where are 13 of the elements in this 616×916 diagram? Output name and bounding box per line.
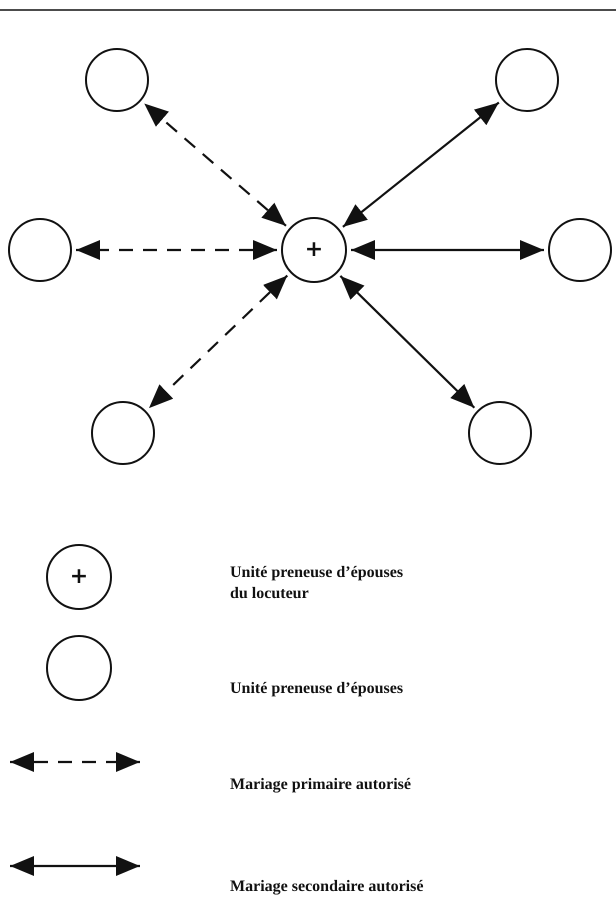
plus-sign: +	[70, 566, 88, 588]
legend-text: Unité preneuse d’épouses du locuteur	[230, 563, 404, 604]
plus-sign: +	[304, 239, 324, 261]
speaker-unit-circle	[281, 217, 347, 283]
double-arrow	[342, 102, 500, 228]
double-arrow	[351, 240, 544, 260]
double-arrow	[340, 275, 476, 409]
legend-text: Mariage secondaire autorisé	[230, 877, 424, 897]
dashed-double-arrow	[76, 240, 277, 260]
dashed-double-arrow	[144, 102, 287, 227]
legend-text: Unité preneuse d’épouses	[230, 679, 404, 699]
dashed-double-arrow	[148, 274, 288, 409]
legend-text: Mariage primaire autorisé	[230, 775, 412, 795]
